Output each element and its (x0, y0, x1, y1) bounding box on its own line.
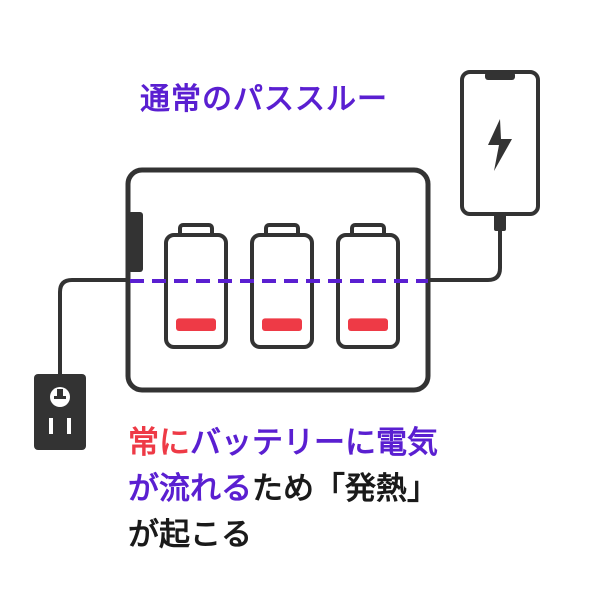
phone-cable (428, 226, 502, 282)
caption-segment: が流れる (128, 471, 252, 507)
phone-cable-connector (494, 213, 506, 231)
power-bank-button (128, 212, 143, 272)
caption-segment: が起こる (128, 517, 252, 553)
battery-icon (336, 223, 400, 349)
wall-outlet-icon (34, 374, 86, 450)
battery-icon (164, 223, 228, 349)
caption-segment: ため「発熱」 (252, 471, 438, 507)
battery-icon (250, 223, 314, 349)
caption-line-3: が起こる (128, 512, 438, 558)
caption-line-2: が流れるため「発熱」 (128, 466, 438, 512)
phone-icon (460, 70, 540, 216)
outlet-cable (58, 278, 128, 380)
battery-charge-level (348, 318, 388, 331)
caption-segment: 常に (128, 425, 190, 461)
caption-segment: バッテリーに電気 (190, 425, 438, 461)
lightning-bolt-icon (488, 119, 512, 171)
explanation-caption: 常にバッテリーに電気 が流れるため「発熱」 が起こる (128, 420, 438, 558)
battery-charge-level (176, 318, 216, 331)
caption-line-1: 常にバッテリーに電気 (128, 420, 438, 466)
diagram-title: 通常のパススルー (140, 82, 388, 117)
battery-charge-level (262, 318, 302, 331)
